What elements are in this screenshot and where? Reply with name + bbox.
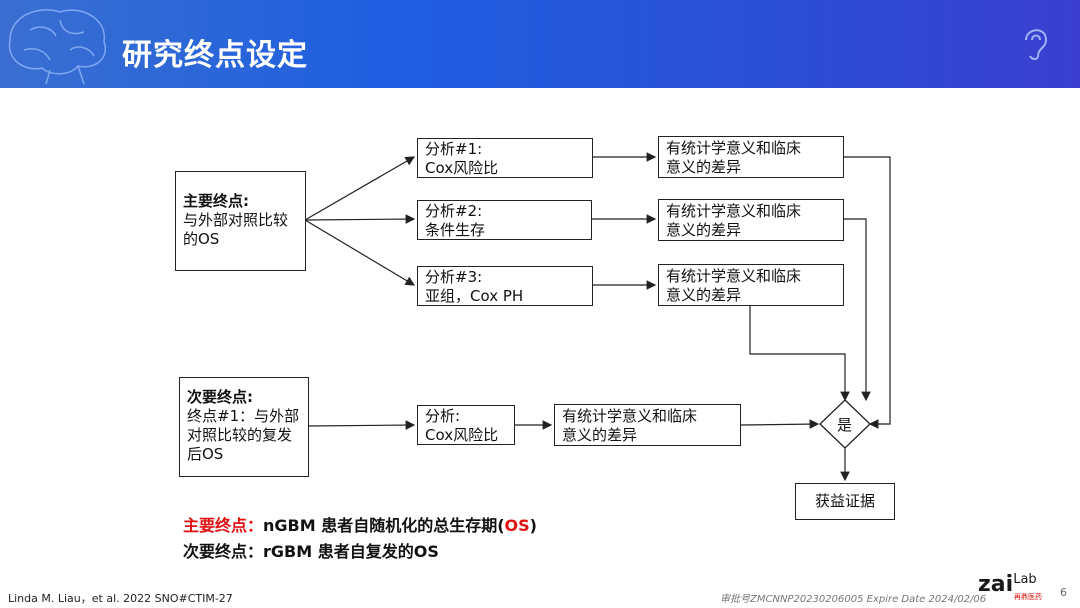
analysis-2-line1: 分析#2: (425, 202, 483, 220)
arrow-primary-analysis2 (304, 214, 416, 224)
secondary-endpoint-line3: 后OS (187, 445, 224, 463)
result-2-line1: 有统计学意义和临床 (666, 202, 802, 220)
arrow-secondaryresult-decision (740, 419, 820, 429)
analysis-2-line2: 条件生存 (425, 221, 486, 239)
summary-primary: 主要终点：nGBM 患者自随机化的总生存期(OS) (183, 512, 537, 536)
logo-main: zai (978, 572, 1014, 597)
result-2-line2: 意义的差异 (666, 221, 742, 239)
secondary-result-line2: 意义的差异 (562, 426, 638, 444)
logo-lab: Lab (1013, 572, 1037, 587)
summary-secondary-prefix: 次要终点： (183, 542, 264, 561)
citation: Linda M. Liau，et al. 2022 SNO#CTIM-27 (8, 592, 233, 605)
result-box-2: 有统计学意义和临床 意义的差异 (658, 199, 844, 241)
analysis-3-line1: 分析#3: (425, 268, 483, 286)
secondary-result-line1: 有统计学意义和临床 (562, 407, 698, 425)
result-1-line2: 意义的差异 (666, 158, 742, 176)
primary-endpoint-line2: 的OS (183, 230, 220, 248)
summary-primary-os: OS (504, 516, 530, 535)
summary-primary-text: nGBM 患者自随机化的总生存期( (263, 516, 505, 535)
analysis-1-line1: 分析#1: (425, 140, 483, 158)
arrow-secondary-analysis (307, 420, 416, 430)
decision-diamond (819, 399, 871, 449)
result-box-1: 有统计学意义和临床 意义的差异 (658, 136, 844, 178)
analysis-1-line2: Cox风险比 (425, 159, 499, 177)
primary-endpoint-box: 主要终点: 与外部对照比较 的OS (175, 171, 306, 271)
result-box-3: 有统计学意义和临床 意义的差异 (658, 264, 844, 306)
secondary-analysis-line1: 分析: (425, 407, 461, 425)
summary-primary-prefix: 主要终点： (183, 516, 264, 535)
summary-secondary: 次要终点：rGBM 患者自复发的OS (183, 538, 439, 562)
decision-label: 是 (837, 416, 853, 434)
arrow-result1-decision (843, 156, 891, 429)
secondary-endpoint-box: 次要终点: 终点#1：与外部 对照比较的复发 后OS (179, 377, 309, 477)
summary-primary-close: ) (529, 516, 537, 535)
outcome-label: 获益证据 (814, 492, 875, 510)
primary-endpoint-title: 主要终点: (183, 192, 249, 210)
approval-code: 审批号ZMCNNP20230206005 Expire Date 2024/02… (720, 594, 987, 605)
result-3-line2: 意义的差异 (666, 286, 742, 304)
secondary-endpoint-line1: 终点#1：与外部 (187, 407, 300, 425)
secondary-result-box: 有统计学意义和临床 意义的差异 (554, 404, 741, 446)
arrow-result3-decision (749, 305, 850, 402)
arrow-result2-decision (843, 218, 871, 402)
analysis-box-2: 分析#2: 条件生存 (417, 200, 592, 240)
secondary-endpoint-line2: 对照比较的复发 (187, 426, 293, 444)
primary-endpoint-line1: 与外部对照比较 (183, 211, 289, 229)
zailab-logo: zaiLab (978, 572, 1037, 597)
result-3-line1: 有统计学意义和临床 (666, 267, 802, 285)
analysis-box-1: 分析#1: Cox风险比 (417, 138, 593, 178)
secondary-endpoint-title: 次要终点: (187, 388, 253, 406)
logo-subtitle: 再鼎医药 (1014, 593, 1042, 601)
header-banner: 研究终点设定 (0, 0, 1080, 88)
arrow-primary-analysis3 (304, 219, 416, 286)
page-title: 研究终点设定 (122, 38, 308, 73)
ear-icon (1025, 29, 1048, 60)
summary-secondary-text: rGBM 患者自复发的OS (263, 542, 439, 561)
result-1-line1: 有统计学意义和临床 (666, 139, 802, 157)
analysis-box-3: 分析#3: 亚组，Cox PH (417, 266, 593, 306)
secondary-analysis-box: 分析: Cox风险比 (417, 405, 515, 445)
analysis-3-line2: 亚组，Cox PH (425, 287, 524, 305)
page-number: 6 (1060, 586, 1067, 599)
outcome-box: 获益证据 (795, 483, 895, 520)
secondary-analysis-line2: Cox风险比 (425, 426, 499, 444)
brain-icon (8, 9, 107, 85)
arrow-primary-analysis1 (304, 156, 416, 221)
